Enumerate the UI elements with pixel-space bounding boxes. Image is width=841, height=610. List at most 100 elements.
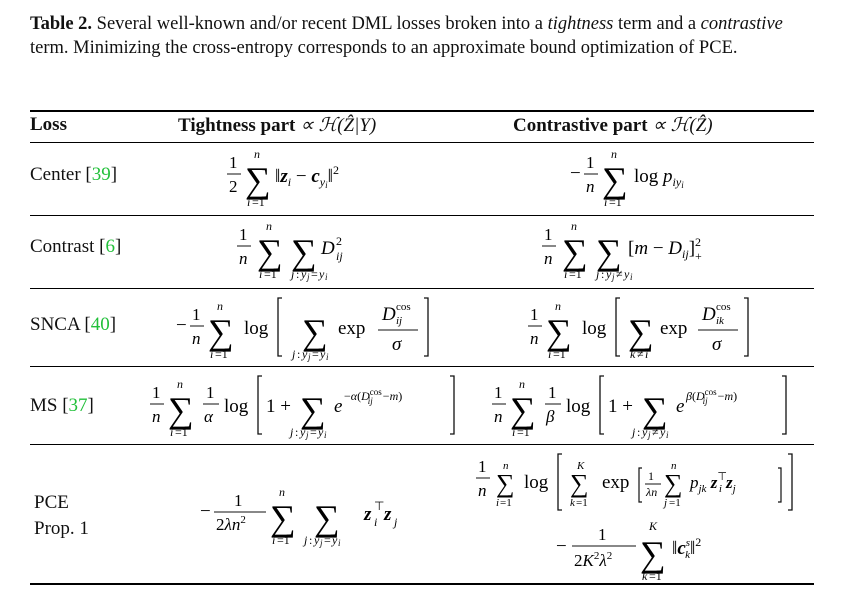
svg-text:log: log	[224, 396, 249, 417]
svg-text:D: D	[381, 304, 396, 325]
svg-text:i: i	[272, 533, 275, 547]
svg-text:=1: =1	[215, 347, 228, 361]
svg-text:i: i	[210, 347, 213, 361]
svg-text:i: i	[170, 425, 173, 439]
svg-text:z: z	[363, 504, 372, 525]
svg-text:=: =	[311, 267, 318, 281]
caption-term-contrastive: contrastive	[700, 14, 783, 34]
svg-text:exp: exp	[602, 472, 629, 493]
svg-text:≠: ≠	[652, 425, 659, 439]
svg-text:1: 1	[239, 225, 248, 244]
svg-text:σ: σ	[712, 334, 722, 355]
svg-text:y: y	[301, 347, 308, 361]
header-loss: Loss	[30, 114, 67, 135]
svg-text::: :	[601, 267, 604, 281]
svg-text:y: y	[313, 533, 320, 547]
svg-text:∑: ∑	[314, 498, 340, 538]
svg-text:y: y	[623, 267, 630, 281]
svg-text:∑: ∑	[257, 232, 283, 272]
row-subname: Prop. 1	[34, 518, 89, 539]
svg-text:k: k	[570, 497, 576, 509]
svg-text:y: y	[659, 425, 666, 439]
svg-text:∑: ∑	[596, 232, 622, 272]
svg-text:j: j	[392, 515, 398, 529]
svg-text:1: 1	[586, 153, 595, 172]
svg-text:j: j	[319, 538, 323, 548]
svg-text:y: y	[641, 425, 648, 439]
citation-link[interactable]: 40	[90, 314, 110, 335]
citation-link[interactable]: 37	[68, 395, 88, 416]
svg-text:=1: =1	[517, 425, 530, 439]
svg-text:1: 1	[478, 457, 487, 476]
row-name: Center	[30, 164, 81, 185]
svg-text:n: n	[555, 299, 561, 313]
svg-text::: :	[295, 425, 298, 439]
svg-text:∑: ∑	[642, 390, 668, 430]
svg-text:n: n	[571, 219, 577, 233]
svg-text:−: −	[556, 536, 567, 557]
svg-text:j: j	[305, 430, 309, 440]
header-tightness: Tightness part ∝ ℋ(Ẑ|Y)	[178, 114, 376, 137]
svg-text:n: n	[671, 460, 677, 472]
header-contrastive: Contrastive part ∝ ℋ(Ẑ)	[513, 114, 713, 137]
svg-text:⊤: ⊤	[374, 499, 384, 513]
svg-text:j: j	[662, 497, 667, 509]
svg-text:n: n	[478, 481, 487, 500]
svg-text:K: K	[648, 519, 658, 533]
svg-text:y: y	[300, 267, 307, 281]
svg-text:−: −	[570, 163, 581, 184]
svg-text:2: 2	[229, 177, 238, 196]
svg-text:=: =	[324, 533, 331, 547]
svg-text:K: K	[576, 460, 585, 472]
svg-text:n: n	[254, 147, 260, 161]
svg-text:i: i	[338, 538, 341, 548]
svg-text:∑: ∑	[510, 390, 536, 430]
row-name: SNCA	[30, 314, 80, 335]
formula-center-tightness: 1 2 ∑ n i=1 ‖zi − cyi‖2	[225, 146, 395, 214]
svg-text:1 +: 1 +	[266, 396, 291, 417]
svg-text:j: j	[288, 425, 294, 439]
table-caption: Table 2. Several well-known and/or recen…	[30, 12, 820, 60]
svg-text:n: n	[192, 329, 201, 348]
svg-text:α: α	[204, 407, 214, 426]
svg-text:log: log	[524, 472, 549, 493]
svg-text:log: log	[582, 318, 607, 339]
svg-text:log piyi: log piyi	[634, 166, 684, 190]
citation-link[interactable]: 39	[91, 164, 111, 185]
svg-text:j: j	[647, 430, 651, 440]
svg-text:n: n	[519, 377, 525, 391]
svg-text:i: i	[326, 352, 329, 362]
svg-text:log: log	[566, 396, 591, 417]
svg-text:y: y	[318, 267, 325, 281]
svg-text:ij: ij	[396, 315, 402, 327]
svg-text:i: i	[247, 195, 250, 209]
header-tightness-math: ∝ ℋ(Ẑ|Y)	[300, 115, 377, 136]
svg-text:∑: ∑	[300, 390, 326, 430]
svg-text:2λn2: 2λn2	[216, 514, 246, 534]
svg-text:=1: =1	[609, 195, 622, 209]
svg-text:y: y	[299, 425, 306, 439]
svg-text:ik: ik	[716, 315, 725, 327]
svg-text:1: 1	[152, 383, 161, 402]
svg-text:∑: ∑	[208, 312, 234, 352]
svg-text:=1: =1	[669, 497, 681, 509]
svg-text:−: −	[200, 501, 211, 522]
caption-text-3: term. Minimizing the cross-entropy corre…	[30, 38, 738, 58]
svg-text:i: i	[325, 272, 328, 282]
citation-link[interactable]: 6	[105, 236, 115, 257]
svg-text:n: n	[586, 177, 595, 196]
svg-text:n: n	[544, 249, 553, 268]
svg-text:∑: ∑	[628, 312, 654, 352]
svg-text:j: j	[611, 272, 615, 282]
svg-text:i: i	[548, 347, 551, 361]
svg-text:∑: ∑	[664, 469, 683, 498]
svg-text:=1: =1	[649, 569, 662, 583]
svg-text:i: i	[374, 515, 377, 529]
svg-text:1: 1	[206, 383, 215, 402]
